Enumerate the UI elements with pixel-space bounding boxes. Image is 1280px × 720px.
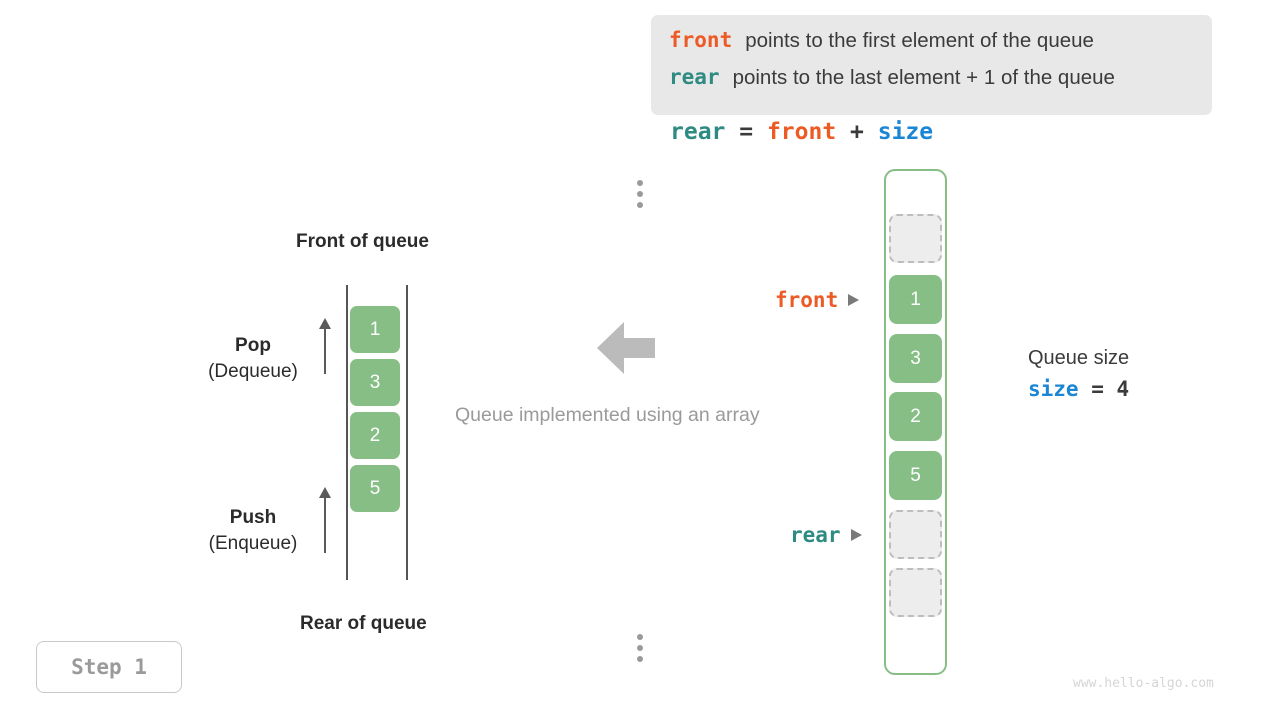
push-operation-label: Push (Enqueue) — [180, 505, 326, 557]
front-of-queue-label: Front of queue — [296, 231, 429, 252]
pop-label-sub: (Dequeue) — [208, 361, 298, 382]
queue-cell: 3 — [350, 359, 400, 406]
rear-pointer-label: rear — [790, 523, 862, 547]
vertical-ellipsis-icon-top — [636, 180, 644, 213]
queue-size-title: Queue size — [1028, 347, 1130, 369]
arrow-right-icon-front — [848, 294, 860, 306]
front-pointer-text: front — [775, 288, 839, 312]
legend-keyword-front: front — [669, 28, 733, 52]
arrow-up-icon-push — [317, 487, 333, 553]
queue-size-var: size — [1028, 377, 1079, 401]
formula-rhs-front: front — [766, 119, 837, 145]
legend-keyword-rear: rear — [669, 65, 720, 89]
array-slot-filled: 3 — [889, 334, 942, 383]
arrow-head — [319, 487, 331, 498]
front-pointer-label: front — [775, 288, 860, 312]
array-slot-filled: 1 — [889, 275, 942, 324]
queue-size-expression: size = 4 — [1028, 372, 1129, 406]
arrow-left-icon — [597, 322, 655, 374]
dot — [637, 180, 643, 186]
array-slot-empty — [889, 214, 942, 263]
queue-size-block: Queue size size = 4 — [1028, 344, 1129, 406]
queue-rail-right — [406, 285, 408, 580]
push-label-main: Push — [229, 507, 277, 528]
array-slot-empty — [889, 510, 942, 559]
arrow-shaft — [324, 496, 327, 553]
arrow-head — [319, 318, 331, 329]
array-slot-filled: 5 — [889, 451, 942, 500]
array-container — [884, 169, 947, 675]
queue-rail-left — [346, 285, 348, 580]
watermark: www.hello-algo.com — [1073, 676, 1214, 691]
dot — [637, 634, 643, 640]
vertical-ellipsis-icon-bottom — [636, 634, 644, 667]
arrow-tip — [597, 322, 624, 374]
legend-box: front points to the first element of the… — [651, 15, 1212, 115]
formula-lhs-rear: rear — [670, 119, 726, 145]
queue-cell: 1 — [350, 306, 400, 353]
push-label-sub: (Enqueue) — [208, 533, 298, 554]
arrow-right-icon-rear — [850, 529, 862, 541]
arrow-tail — [623, 338, 655, 358]
array-slot-filled: 2 — [889, 392, 942, 441]
formula-rhs-size: size — [877, 119, 934, 145]
legend-row-front: front points to the first element of the… — [669, 28, 1194, 65]
pop-label-main: Pop — [235, 335, 271, 356]
array-slot-empty — [889, 568, 942, 617]
dot — [637, 191, 643, 197]
queue-size-value: 4 — [1116, 377, 1130, 401]
center-caption: Queue implemented using an array — [455, 404, 760, 426]
dot — [637, 656, 643, 662]
step-badge: Step 1 — [36, 641, 182, 693]
arrow-up-icon-pop — [317, 318, 333, 374]
queue-cell: 2 — [350, 412, 400, 459]
arrow-shaft — [324, 327, 327, 374]
rear-of-queue-label: Rear of queue — [300, 613, 427, 634]
queue-cell: 5 — [350, 465, 400, 512]
legend-text-front: points to the first element of the queue — [745, 29, 1094, 52]
queue-size-equals: = — [1078, 377, 1117, 401]
legend-row-rear: rear points to the last element + 1 of t… — [669, 65, 1194, 102]
dot — [637, 202, 643, 208]
rear-pointer-text: rear — [790, 523, 841, 547]
formula-equals: = — [725, 119, 767, 145]
formula-plus: + — [836, 119, 878, 145]
formula-rear-equals-front-plus-size: rear = front + size — [670, 119, 933, 145]
legend-text-rear: points to the last element + 1 of the qu… — [732, 66, 1115, 89]
dot — [637, 645, 643, 651]
pop-operation-label: Pop (Dequeue) — [180, 333, 326, 385]
